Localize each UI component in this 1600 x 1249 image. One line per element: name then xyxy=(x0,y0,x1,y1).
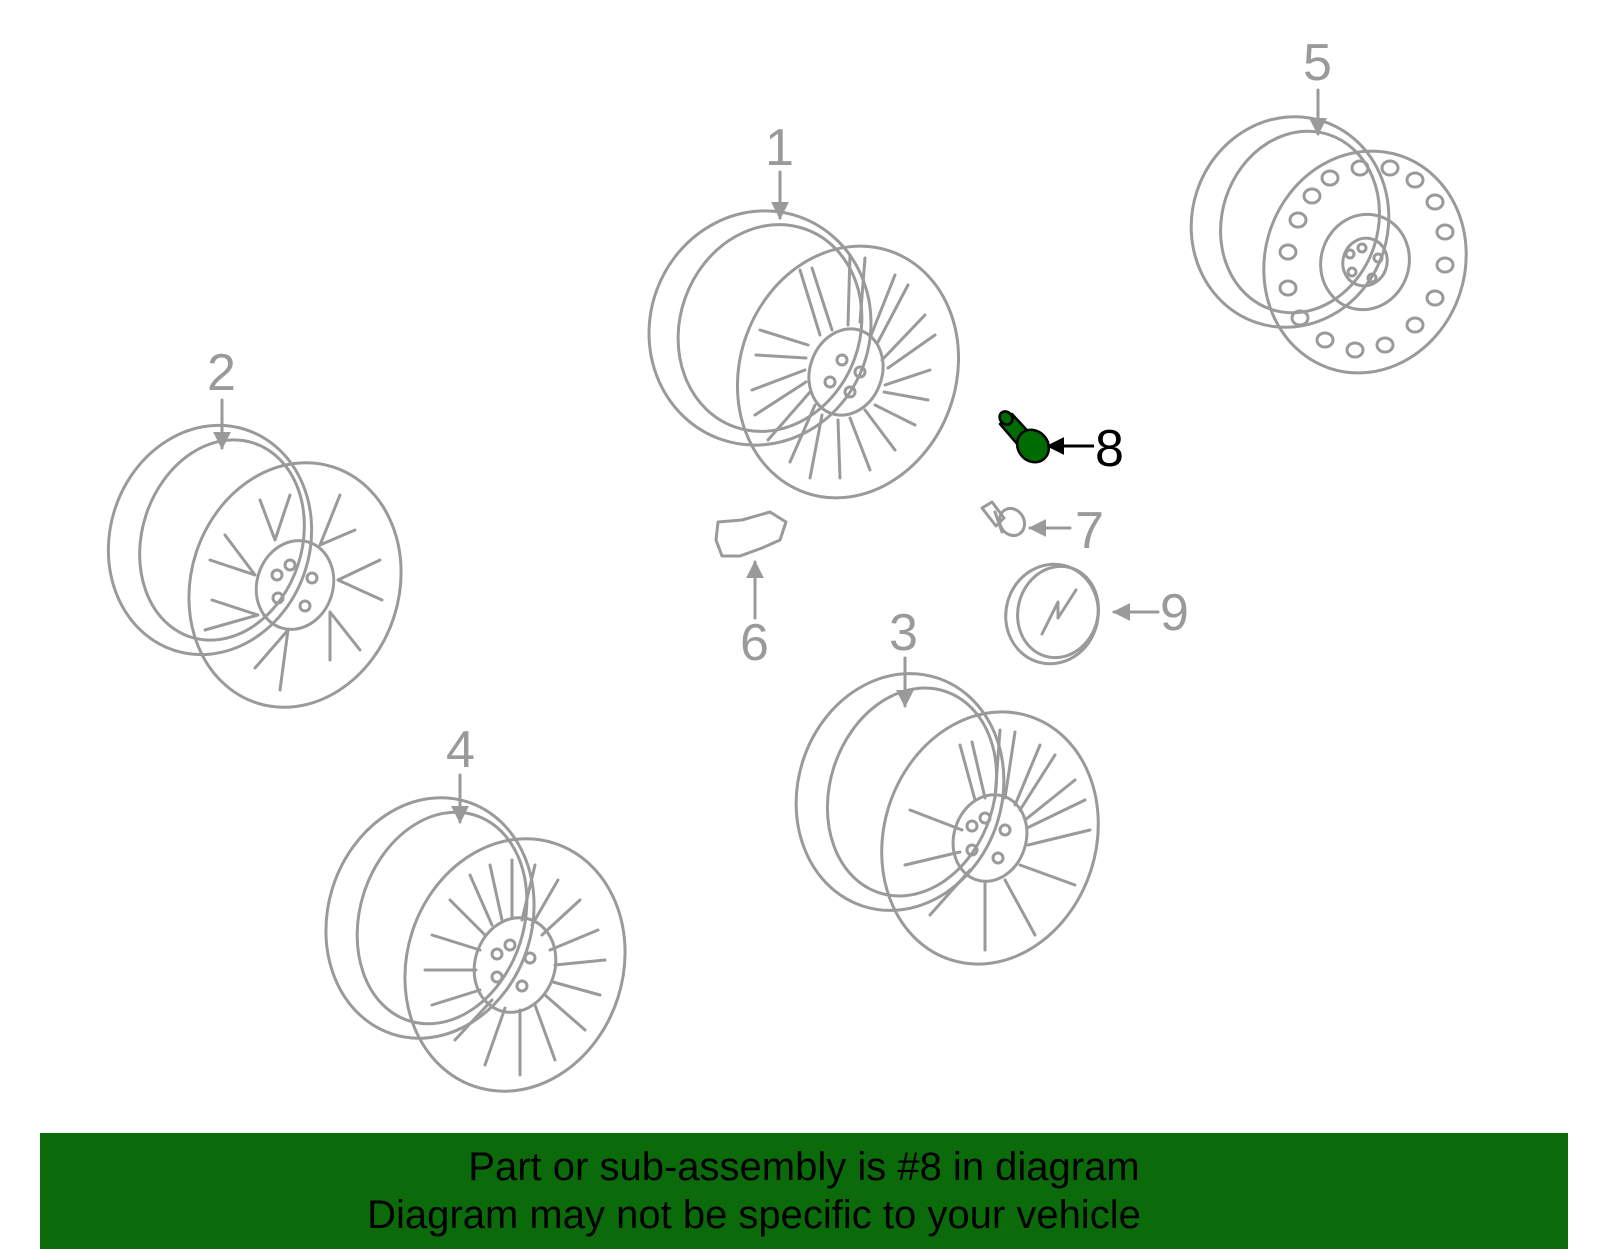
banner-line-disclaimer: Diagram may not be specific to your vehi… xyxy=(367,1193,1141,1237)
lug-nut-8-highlighted[interactable] xyxy=(997,409,1094,469)
callout-1: 1 xyxy=(765,119,794,177)
parts-diagram: 1 2 3 4 5 6 7 8 9 xyxy=(106,34,1468,1093)
callout-5: 5 xyxy=(1303,34,1332,92)
center-cap-9 xyxy=(1004,562,1100,666)
wheel-3 xyxy=(794,672,1100,966)
callout-3: 3 xyxy=(889,604,918,662)
callout-4: 4 xyxy=(446,721,475,779)
banner-line-part: Part or sub-assembly is #8 in diagram xyxy=(468,1145,1140,1189)
wheel-4 xyxy=(324,796,627,1093)
lug-nut-7 xyxy=(980,500,1027,538)
wheel-5 xyxy=(1189,115,1468,375)
balance-weight-6 xyxy=(714,510,788,558)
callout-6: 6 xyxy=(740,614,769,672)
callout-8[interactable]: 8 xyxy=(1095,420,1124,478)
leader-lines xyxy=(213,88,1327,824)
callout-2: 2 xyxy=(207,344,236,402)
wheel-2 xyxy=(106,423,403,709)
callout-7: 7 xyxy=(1075,502,1104,560)
callout-9: 9 xyxy=(1160,584,1189,642)
info-banner: Part or sub-assembly is #8 in diagram Di… xyxy=(40,1133,1568,1249)
wheel-1 xyxy=(647,209,961,500)
